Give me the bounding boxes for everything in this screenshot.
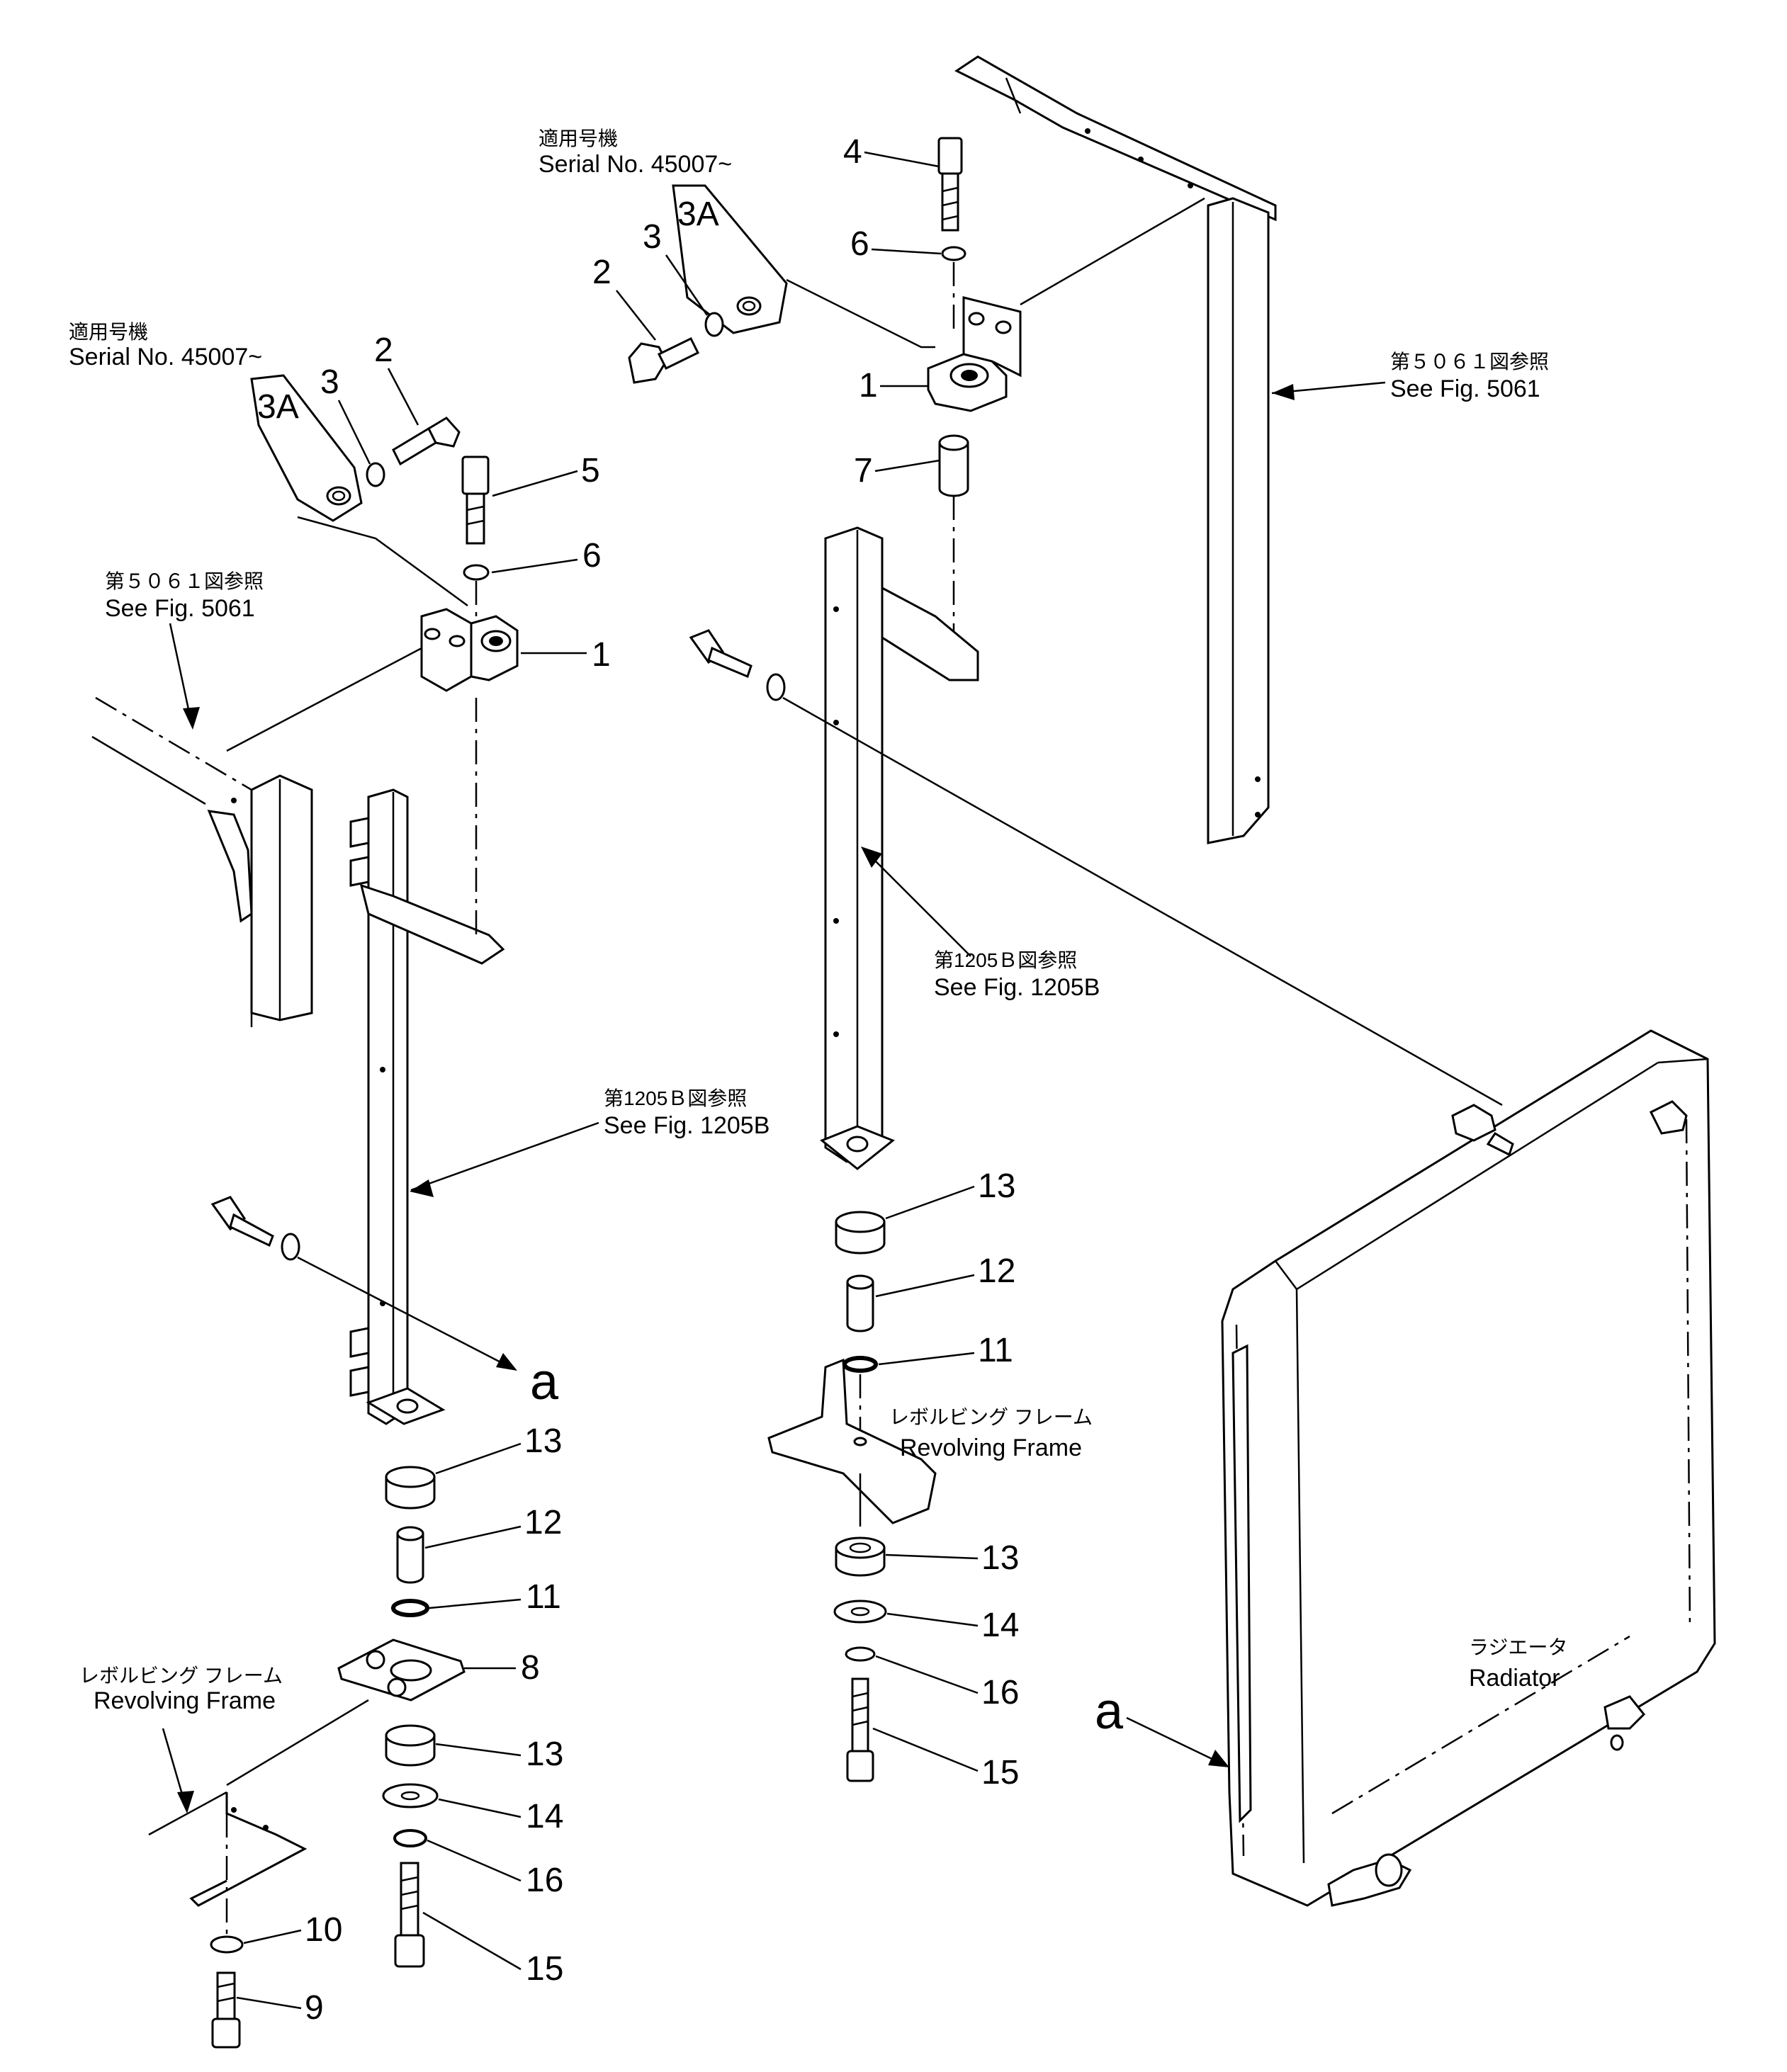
serial-note-top-jp: 適用号機 [539,128,618,149]
fig-ref-1205b-center-jp: 第1205Ｂ図参照 [934,949,1077,971]
revolving-frame-center-jp: レボルビング フレーム [889,1406,1093,1428]
fig-ref-5061-left-en: See Fig. 5061 [105,595,255,622]
fig-ref-1205b-center-en: See Fig. 1205B [934,974,1100,1001]
bolt-9 [211,1971,241,2049]
o-ring-11-left [391,1599,429,1617]
callout-10: 10 [305,1911,342,1949]
callout-2-top: 2 [592,254,611,291]
callout-3a-top: 3A [677,196,719,233]
callout-13-center-b: 13 [981,1539,1019,1577]
fig-ref-1205b-left-en: See Fig. 1205B [604,1112,770,1139]
bolt-2-left [392,417,461,466]
revolving-frame-center [767,1358,937,1524]
bolt-side-left [210,1196,300,1261]
serial-note-top-en: Serial No. 45007~ [539,151,732,178]
washer-3-left [366,462,385,487]
plate-14-left [382,1783,439,1808]
o-ring-11-center [842,1356,878,1373]
ref-letter-a-right: a [1095,1683,1124,1740]
bolt-15-left [394,1862,425,1968]
bracket-1-top [927,296,1022,412]
callout-4: 4 [843,133,862,171]
bolt-4 [937,137,963,232]
bolt-5 [461,455,490,545]
upper-frame-right [954,55,1277,844]
washer-6-top [941,246,966,261]
washer-3-top [704,312,724,337]
serial-note-left-en: Serial No. 45007~ [69,344,262,370]
radiator-en: Radiator [1469,1665,1560,1692]
callout-13-left-b: 13 [526,1736,563,1773]
callout-6-top: 6 [850,225,869,263]
mount-rubber-13-left-a [385,1466,436,1510]
callout-2-left: 2 [374,332,393,369]
bolt-2-top [628,336,700,384]
mount-rubber-13-center-a [835,1211,886,1255]
post-left [349,788,505,1425]
fig-ref-5061-right-en: See Fig. 5061 [1390,375,1540,402]
callout-9: 9 [305,1989,324,2027]
washer-16-center [845,1646,876,1662]
callout-14-left: 14 [526,1798,563,1835]
fig-ref-1205b-left-jp: 第1205Ｂ図参照 [604,1087,747,1109]
revolving-frame-left-en: Revolving Frame [94,1687,276,1714]
plate-3a-top: 3A [672,184,788,334]
revolving-frame-center-en: Revolving Frame [900,1434,1082,1461]
callout-8: 8 [521,1649,540,1687]
mount-rubber-13-center-b [835,1536,886,1577]
callout-11-left: 11 [526,1578,561,1616]
mount-rubber-13-left-b [385,1724,436,1767]
callout-12-left: 12 [524,1504,562,1541]
bracket-1-left [420,608,519,692]
plate-14-center [833,1600,887,1624]
collar-12-left [396,1526,424,1584]
callout-12-center: 12 [978,1252,1015,1290]
washer-16-left [393,1829,427,1847]
callout-6-left: 6 [582,537,602,574]
serial-note-left-jp: 適用号機 [69,321,148,343]
washer-10 [210,1935,244,1954]
callout-3a-left: 3A [257,388,299,426]
callout-14-center: 14 [981,1607,1019,1644]
callout-16-center: 16 [981,1674,1019,1711]
callout-3-top: 3 [643,218,662,256]
callout-15-center: 15 [981,1754,1019,1791]
radiator-jp: ラジエータ [1469,1636,1567,1658]
callout-11-center: 11 [978,1332,1013,1369]
washer-6-left [463,564,490,581]
bolt-side-center [689,629,786,701]
radiator-body [1221,1029,1716,1907]
callout-1-left: 1 [592,636,611,674]
callout-7: 7 [854,452,873,489]
callout-3-left: 3 [320,363,339,401]
callout-16-left: 16 [526,1862,563,1899]
callout-13-left-a: 13 [524,1422,562,1460]
bolt-15-center [846,1677,874,1782]
fig-ref-5061-right-jp: 第５０６１図参照 [1390,351,1549,373]
revolving-frame-left [148,1791,308,1934]
callout-13-center-a: 13 [978,1167,1015,1205]
fig-ref-5061-left-jp: 第５０６１図参照 [105,570,264,592]
callout-1-top: 1 [859,367,878,404]
ref-letter-a-left: a [530,1354,559,1410]
plate-3a-left: 3A [250,374,363,522]
upper-frame-left [91,696,313,1027]
plate-8 [337,1638,466,1702]
collar-7 [938,434,969,497]
revolving-frame-left-jp: レボルビング フレーム [79,1665,283,1687]
callout-5: 5 [581,452,600,489]
collar-12-center [846,1274,874,1332]
callout-15-left: 15 [526,1950,563,1988]
post-center [820,526,979,1170]
